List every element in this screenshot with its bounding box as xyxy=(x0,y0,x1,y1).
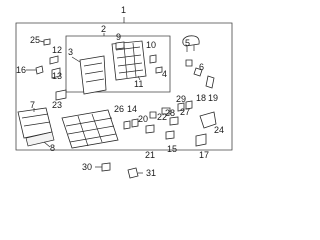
callout-17: 17 xyxy=(199,150,209,160)
part-22 xyxy=(161,107,171,115)
leader-8 xyxy=(43,141,51,148)
assembly-frame xyxy=(15,22,233,151)
headrest xyxy=(182,35,200,47)
part-26 xyxy=(123,120,131,130)
seat-frame xyxy=(61,109,119,149)
callout-2: 2 xyxy=(101,24,106,34)
part-28 xyxy=(169,116,179,126)
callout-22: 22 xyxy=(157,112,167,122)
headrest-guide-6 xyxy=(185,59,193,67)
callout-8: 8 xyxy=(50,143,55,153)
callout-24: 24 xyxy=(214,125,224,135)
back-bracket-4 xyxy=(155,66,163,74)
clip-16 xyxy=(35,65,44,75)
part-27 xyxy=(177,102,185,112)
part-31 xyxy=(127,167,139,179)
callout-9: 9 xyxy=(116,32,121,42)
callout-14: 14 xyxy=(127,104,137,114)
seat-frame-rails xyxy=(65,113,117,147)
seatback-cushion-seams xyxy=(83,62,105,83)
callout-19: 19 xyxy=(208,93,218,103)
callout-6: 6 xyxy=(199,62,204,72)
callout-25: 25 xyxy=(30,35,40,45)
back-clip-9 xyxy=(115,41,125,50)
seatback-frame-grid xyxy=(115,42,144,79)
part-13 xyxy=(51,67,61,79)
bracket-19 xyxy=(205,75,215,89)
back-bracket-10 xyxy=(149,54,157,64)
callout-3: 3 xyxy=(68,47,73,57)
bolt-30 xyxy=(101,162,111,172)
callout-23: 23 xyxy=(52,100,62,110)
part-20 xyxy=(149,111,157,119)
seatback-cushion xyxy=(79,55,107,95)
callout-29: 29 xyxy=(176,94,186,104)
callout-5: 5 xyxy=(185,38,190,48)
part-15 xyxy=(165,130,175,140)
leader-3 xyxy=(71,56,81,63)
callout-1: 1 xyxy=(121,5,126,15)
part-29 xyxy=(185,100,193,110)
callout-18: 18 xyxy=(196,93,206,103)
seatback-frame xyxy=(111,40,147,81)
callout-30: 30 xyxy=(82,162,92,172)
seat-cushion-base xyxy=(25,131,55,147)
part-21 xyxy=(145,124,155,134)
callout-27: 27 xyxy=(180,107,190,117)
callout-20: 20 xyxy=(138,114,148,124)
callout-11: 11 xyxy=(134,79,143,89)
callout-21: 21 xyxy=(145,150,155,160)
callout-26: 26 xyxy=(114,104,124,114)
callout-31: 31 xyxy=(146,168,156,178)
bracket-18 xyxy=(193,67,203,77)
knob-17 xyxy=(195,133,207,147)
callout-16: 16 xyxy=(16,65,26,75)
side-cover-24 xyxy=(199,111,217,129)
seat-parts-diagram: 1 2 3 4 5 6 7 8 9 10 11 12 13 14 15 16 1… xyxy=(15,5,233,179)
callout-13: 13 xyxy=(52,71,62,81)
part-12 xyxy=(49,55,59,65)
clip-25 xyxy=(43,38,51,46)
callout-10: 10 xyxy=(146,40,156,50)
callout-28: 28 xyxy=(165,108,175,118)
seatback-group-frame xyxy=(65,35,171,93)
leader-11 xyxy=(137,75,141,81)
seat-cushion-seams xyxy=(21,113,51,127)
callout-12: 12 xyxy=(52,45,62,55)
callout-15: 15 xyxy=(167,144,177,154)
leader-25 xyxy=(39,40,45,43)
callout-7: 7 xyxy=(30,100,35,110)
part-14 xyxy=(131,118,139,128)
part-23 xyxy=(55,89,67,101)
callout-4: 4 xyxy=(162,69,167,79)
